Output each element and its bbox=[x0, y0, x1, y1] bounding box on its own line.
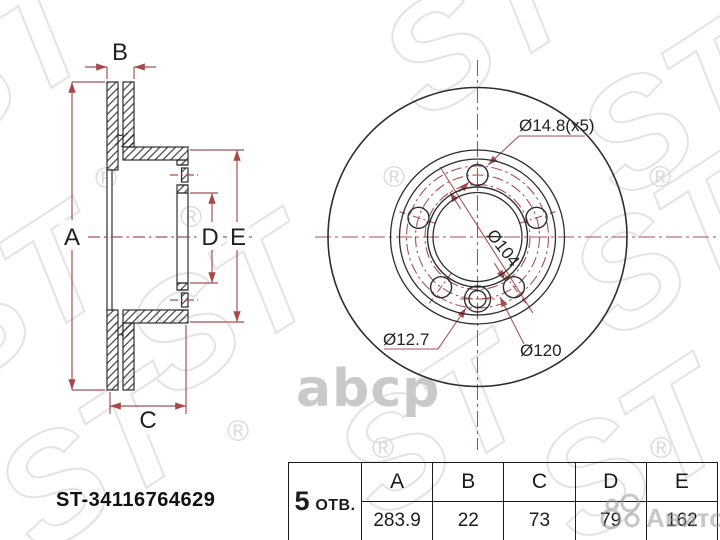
brand-watermark: ST bbox=[351, 0, 613, 149]
hub-dim-line bbox=[439, 166, 534, 314]
registered-mark-icon: ® bbox=[227, 415, 249, 448]
registered-mark-icon: ® bbox=[180, 201, 202, 234]
dim-label-a: A bbox=[64, 224, 80, 251]
bolt-hole-leader bbox=[487, 135, 585, 166]
dimension-table: 5 ОТВ. A B C D E 283.9 22 73 79 162 bbox=[288, 462, 719, 540]
vent-cap-bottom bbox=[117, 333, 124, 338]
brand-watermark: ST bbox=[0, 168, 147, 419]
pin-hole-dia-label: Ø12.7 bbox=[383, 330, 429, 349]
disc-outer-edge bbox=[327, 86, 628, 388]
brand-watermark: ST bbox=[96, 178, 358, 429]
table-header-c: C bbox=[503, 462, 576, 502]
pin-hole-leader bbox=[384, 307, 467, 350]
dim-label-d: D bbox=[201, 224, 218, 251]
table-value-d: 79 bbox=[574, 501, 647, 540]
hat-wall bbox=[176, 282, 189, 291]
vent-root-top bbox=[115, 133, 134, 147]
locating-pin-hole-outer bbox=[463, 285, 492, 313]
bolt-hole-section-top bbox=[180, 167, 189, 183]
registered-mark-icon: ® bbox=[649, 161, 671, 194]
part-number: ST-34116764629 bbox=[56, 489, 216, 511]
registered-mark-icon: ® bbox=[383, 161, 405, 194]
holes-count-cell: 5 ОТВ. bbox=[288, 462, 362, 540]
hat-wall bbox=[176, 184, 189, 194]
brand-watermark: ST bbox=[541, 118, 720, 369]
bolt-hole bbox=[525, 206, 548, 230]
registered-mark-icon: ® bbox=[95, 162, 117, 195]
center-bore bbox=[432, 191, 523, 283]
vent-root-bottom bbox=[115, 323, 134, 337]
outboard-plate-top bbox=[106, 81, 119, 171]
brand-watermark: ST bbox=[549, 0, 720, 229]
table-value-a: 283.9 bbox=[360, 501, 434, 540]
bolt-hole bbox=[466, 163, 489, 187]
holes-count: 5 bbox=[294, 486, 310, 516]
dim-label-c: C bbox=[139, 407, 156, 434]
bolt-hole bbox=[407, 206, 430, 230]
front-view: Ø14.8(x5) Ø104 Ø12.7 Ø120 bbox=[315, 60, 716, 450]
bolt-hole bbox=[502, 276, 526, 299]
section-view: B A C D E bbox=[60, 39, 252, 434]
bolt-hole-dia-label: Ø14.8(x5) bbox=[519, 116, 595, 135]
registered-mark-icon: ® bbox=[372, 432, 394, 465]
dim-label-e: E bbox=[230, 224, 246, 251]
hat-inner-circle bbox=[398, 158, 557, 316]
inboard-plate-top bbox=[122, 81, 135, 148]
bolt-hole-section-bottom bbox=[180, 292, 189, 308]
flange-circle bbox=[405, 165, 550, 309]
bolt-hole bbox=[429, 276, 453, 299]
table-header-e: E bbox=[645, 462, 719, 502]
hat-outer-circle bbox=[389, 149, 566, 325]
dim-label-b: B bbox=[112, 39, 128, 66]
abcp-watermark: abcp bbox=[296, 359, 440, 419]
registered-mark-icon: ® bbox=[650, 432, 672, 465]
bolt-circle bbox=[414, 174, 541, 300]
hat-flange-top bbox=[122, 146, 189, 161]
table-value-e: 162 bbox=[645, 501, 719, 540]
center-bore-chamfer bbox=[426, 186, 529, 288]
table-header-b: B bbox=[432, 462, 505, 502]
table-value-b: 22 bbox=[432, 501, 505, 540]
hub-dia-label: Ø104 bbox=[483, 226, 524, 270]
bolt-circle-dia-label: Ø120 bbox=[520, 341, 562, 360]
table-header-d: D bbox=[574, 462, 647, 502]
hat-face-strip bbox=[106, 169, 113, 311]
bolt-circle-leader bbox=[499, 296, 525, 345]
locating-pin-hole bbox=[468, 289, 487, 309]
table-header-a: A bbox=[360, 462, 434, 502]
inboard-plate-bottom bbox=[122, 322, 135, 391]
table-value-c: 73 bbox=[503, 501, 576, 540]
outboard-plate-bottom bbox=[106, 309, 119, 391]
hub-circle bbox=[424, 183, 531, 291]
brand-watermark: ST bbox=[0, 0, 132, 184]
vent-cap-top bbox=[117, 132, 124, 137]
holes-unit: ОТВ. bbox=[315, 497, 356, 514]
hat-flange-bottom bbox=[122, 309, 189, 324]
hat-wall bbox=[176, 159, 189, 166]
